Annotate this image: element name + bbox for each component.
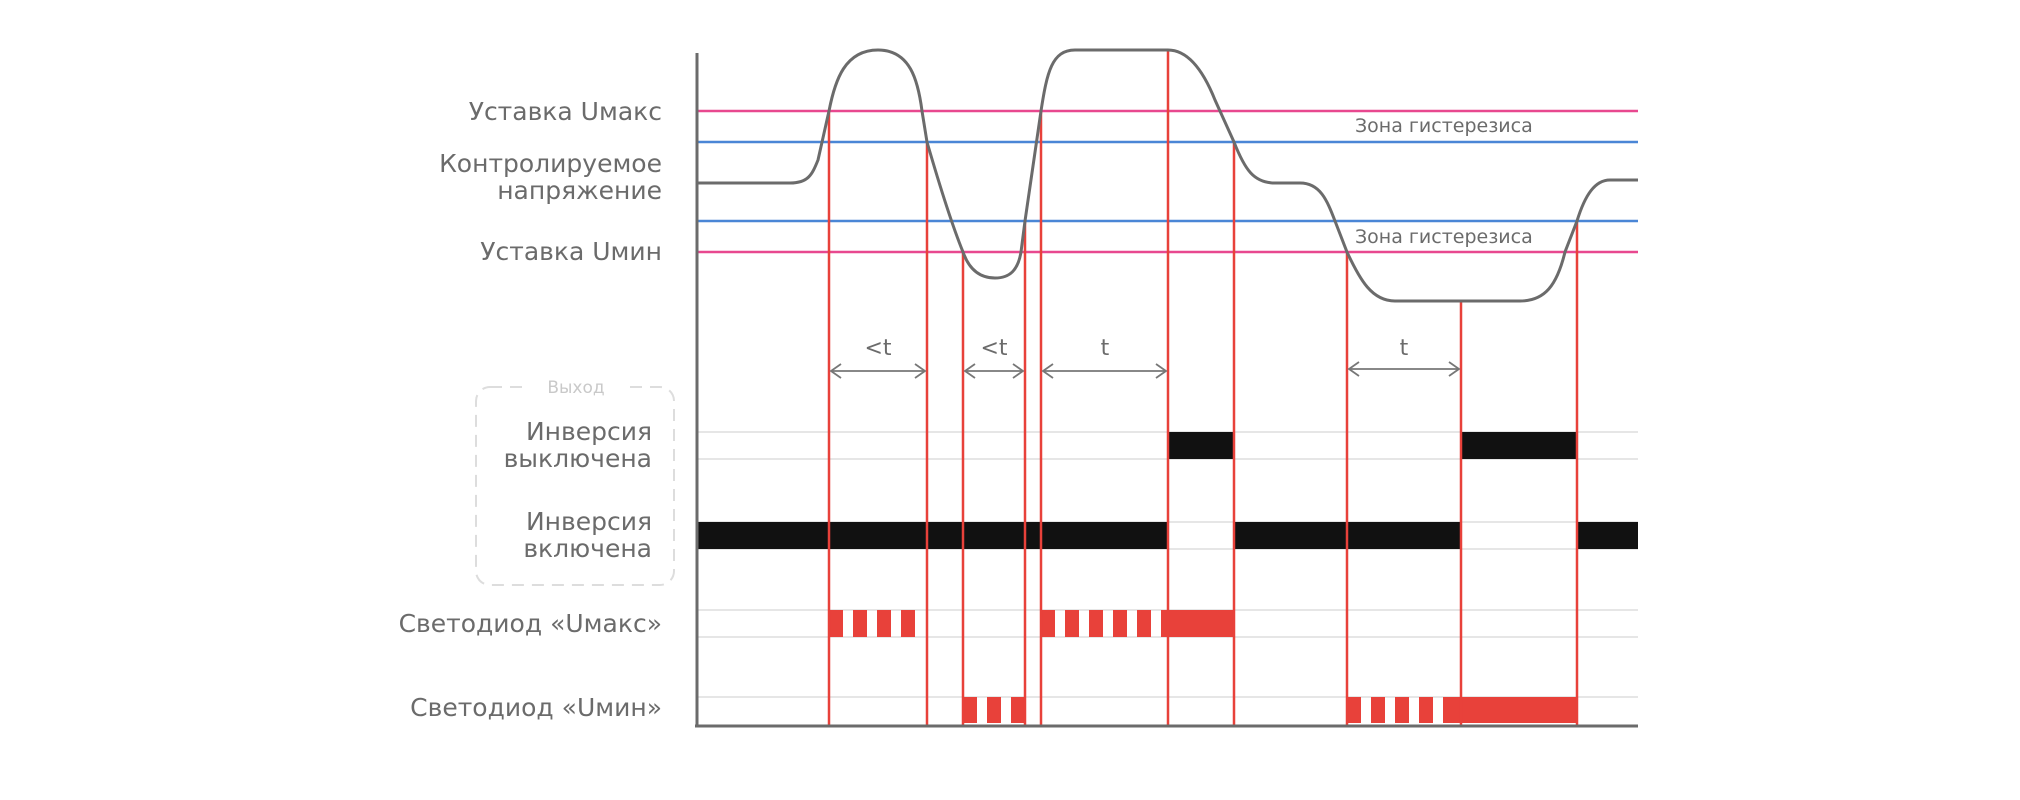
inversion-on-label-line1: Инверсия: [526, 507, 652, 536]
controlled-voltage-signal: [697, 48, 1638, 303]
arrow-head: [914, 363, 927, 379]
led-umin-blink: [1011, 697, 1025, 723]
event-lines: [827, 50, 1579, 725]
led-umax-track: [829, 610, 1234, 637]
interval-label: <t: [864, 336, 891, 361]
led-umin-blink: [987, 697, 1001, 723]
led-umax-blink: [901, 610, 915, 637]
interval-label: <t: [980, 336, 1007, 361]
output-group-label: Выход: [547, 378, 604, 398]
inversion-off-label-line2: выключена: [504, 444, 652, 473]
inversion-on-pulse: [697, 522, 1168, 549]
arrow-head: [963, 363, 976, 379]
inversion-off-label-line1: Инверсия: [526, 417, 652, 446]
arrow-head: [1448, 361, 1461, 377]
inversion-off-bars: [1168, 432, 1577, 459]
led-umax-blink: [1065, 610, 1079, 637]
led-umax-blink: [1041, 610, 1055, 637]
output-group-label-bg: [530, 376, 622, 398]
led-umin-blink: [963, 697, 977, 723]
arrow-head: [1012, 363, 1025, 379]
led-umax-label: Светодиод «Uмакс»: [399, 609, 662, 638]
led-umax-blink: [1113, 610, 1127, 637]
led-umax-blink: [1089, 610, 1103, 637]
arrow-head: [1155, 363, 1168, 379]
led-umax-blink: [829, 610, 843, 637]
led-umax-blink: [853, 610, 867, 637]
inversion-off-pulse: [1461, 432, 1577, 459]
led-umin-solid: [1443, 697, 1577, 723]
interval-arrows: [829, 361, 1461, 379]
umin-setpoint-label: Уставка Uмин: [480, 237, 662, 266]
inversion-on-pulse: [1577, 522, 1638, 549]
arrow-head: [829, 363, 842, 379]
controlled-voltage-label-line1: Контролируемое: [439, 149, 662, 178]
arrow-head: [1347, 361, 1360, 377]
led-umax-solid: [1161, 610, 1234, 637]
umax-setpoint-label: Уставка Uмакс: [469, 97, 662, 126]
led-umin-blink: [1395, 697, 1409, 723]
led-umin-blink: [1419, 697, 1433, 723]
led-umin-track: [963, 697, 1577, 723]
interval-label: t: [1101, 336, 1110, 361]
inversion-off-pulse: [1168, 432, 1234, 459]
hysteresis-zone-upper-label: Зона гистерезиса: [1355, 115, 1533, 137]
arrow-head: [1041, 363, 1054, 379]
led-umax-blink: [877, 610, 891, 637]
led-umin-blink: [1371, 697, 1385, 723]
led-umax-blink: [1137, 610, 1151, 637]
interval-label: t: [1400, 336, 1409, 361]
controlled-voltage-label-line2: напряжение: [497, 176, 662, 205]
inversion-on-label-line2: включена: [523, 534, 652, 563]
led-umin-blink: [1347, 697, 1361, 723]
hysteresis-zone-lower-label: Зона гистерезиса: [1355, 226, 1533, 248]
led-umin-label: Светодиод «Uмин»: [410, 693, 662, 722]
